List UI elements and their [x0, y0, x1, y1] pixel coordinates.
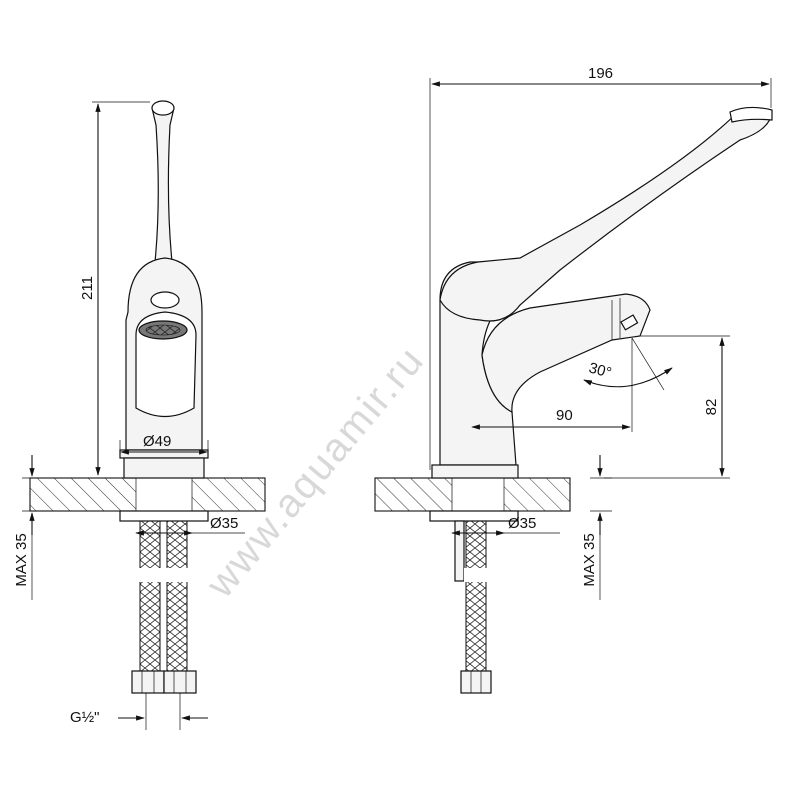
- dim-spout-height: 82: [703, 399, 720, 416]
- dim-total-height: 211: [79, 276, 96, 300]
- dim-body-diameter: Ø49: [143, 433, 171, 450]
- side-view: 196 82 90 30° Ø35 MAX 35: [374, 65, 773, 694]
- side-lever: [439, 109, 773, 322]
- front-view: 211 Ø49 Ø35 MAX 35 G½": [13, 100, 266, 730]
- front-hose-right: [166, 520, 188, 672]
- dim-max-front: MAX 35: [13, 533, 30, 586]
- dim-spout-reach: 90: [556, 407, 573, 424]
- dim-hole-side: Ø35: [508, 515, 536, 532]
- dim-spout-angle: 30°: [587, 359, 613, 381]
- dim-total-width: 196: [588, 65, 613, 82]
- front-handle: [151, 102, 175, 263]
- front-hose-left: [139, 520, 161, 672]
- watermark: www.aquamir.ru: [198, 338, 433, 606]
- dim-hole-front: Ø35: [210, 515, 238, 532]
- side-hose: [465, 520, 487, 672]
- dim-max-side: MAX 35: [581, 533, 598, 586]
- dim-thread: G½": [70, 709, 100, 726]
